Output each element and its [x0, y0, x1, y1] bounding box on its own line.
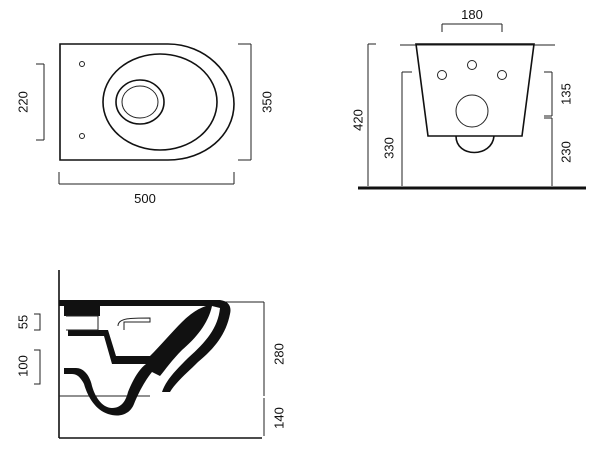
- front-view: 180 420 330 135 230: [350, 7, 586, 190]
- top-view-seat-opening: [102, 53, 218, 151]
- front-view-hole-center: [467, 60, 477, 70]
- dim-230-label: 230: [558, 141, 573, 163]
- dim-135-line: [544, 71, 553, 117]
- dim-55-line: [34, 313, 41, 331]
- dim-220-line: [36, 63, 45, 141]
- dim-350-label: 350: [259, 91, 274, 113]
- dim-420-label: 420: [350, 109, 365, 131]
- dim-280-line: [252, 301, 265, 396]
- front-view-bowl-body: [415, 43, 535, 137]
- dim-180-label: 180: [461, 7, 483, 22]
- side-view-upper-bracket: [66, 315, 99, 331]
- top-view-hinge-hole-top: [79, 61, 85, 67]
- dim-230-line: [544, 117, 553, 186]
- dim-135-label: 135: [558, 83, 573, 105]
- dim-500-line: [58, 172, 235, 185]
- dim-55-label: 55: [15, 315, 30, 329]
- dim-100-label: 100: [15, 355, 30, 377]
- side-view: 55 100 280 140: [15, 270, 286, 439]
- dim-140-label: 140: [271, 407, 286, 429]
- front-view-inlet: [455, 94, 489, 128]
- side-view-inlet-mark: [117, 317, 151, 330]
- top-view-drain-ring: [115, 79, 165, 125]
- dim-100-line: [34, 349, 41, 385]
- dim-500-label: 500: [134, 191, 156, 206]
- side-view-bowl-section: [59, 300, 231, 416]
- top-view: 500 350 220: [15, 43, 274, 206]
- top-view-bowl-outline: [59, 43, 235, 161]
- dim-420-line: [367, 43, 376, 186]
- dim-220-label: 220: [15, 91, 30, 113]
- dim-330-label: 330: [381, 137, 396, 159]
- top-view-hinge-hole-bottom: [79, 133, 85, 139]
- dim-350-line: [238, 43, 252, 161]
- front-view-outlet: [455, 135, 495, 154]
- dim-280-label: 280: [271, 343, 286, 365]
- front-view-hole-right: [497, 70, 507, 80]
- top-view-drain-inner: [121, 85, 159, 119]
- dim-330-line: [401, 71, 412, 186]
- front-view-hole-left: [437, 70, 447, 80]
- dim-180-line: [441, 23, 503, 32]
